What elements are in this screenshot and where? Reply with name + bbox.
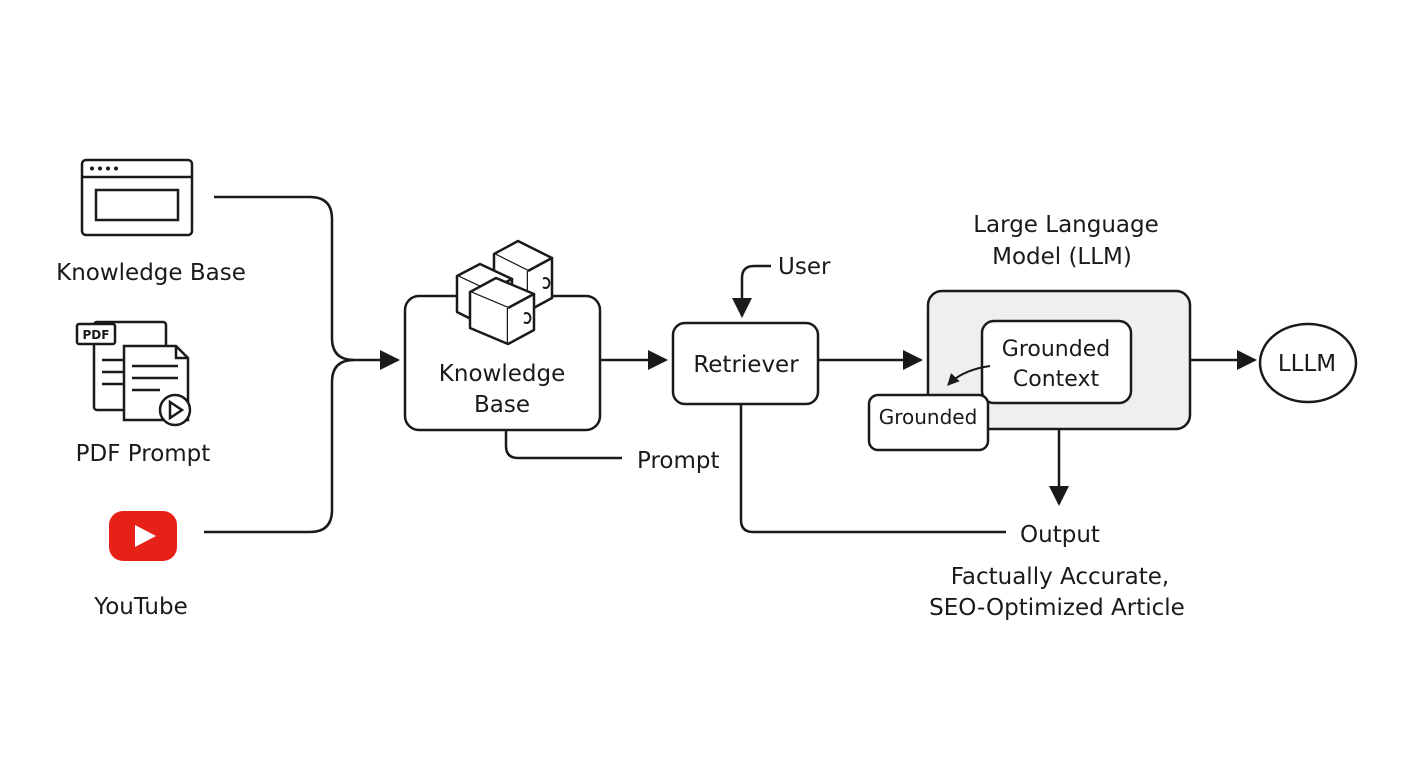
grounded-context-line1: Grounded <box>1002 337 1110 362</box>
source-pdf-label: PDF Prompt <box>76 441 211 467</box>
llm-title-line1: Large Language <box>973 212 1159 238</box>
source-web-label: Knowledge Base <box>56 260 246 286</box>
youtube-icon <box>109 511 177 561</box>
user-label: User <box>778 254 831 280</box>
lllm-node <box>1258 322 1358 404</box>
grounded-context-box <box>980 319 1133 405</box>
output-desc-line2: SEO-Optimized Article <box>929 595 1185 621</box>
grounded-context-line2: Context <box>1013 367 1100 392</box>
browser-icon <box>80 158 194 237</box>
connector-web <box>214 195 400 370</box>
connector-youtube <box>204 358 355 534</box>
prompt-label: Prompt <box>637 448 720 474</box>
retriever-box <box>671 321 820 406</box>
arrow-user-to-retriever <box>732 264 771 318</box>
source-youtube-label: YouTube <box>93 594 188 620</box>
grounded-box <box>867 393 990 452</box>
connector-prompt <box>504 430 622 460</box>
pdf-documents-icon <box>75 320 192 427</box>
cubes-icon <box>455 239 554 346</box>
retriever-label: Retriever <box>693 352 799 378</box>
output-desc-line1: Factually Accurate, <box>951 564 1169 590</box>
grounded-label: Grounded <box>879 405 978 429</box>
pdf-badge-text: PDF <box>83 328 110 342</box>
arrow-context-to-grounded <box>947 365 991 386</box>
knowledge-base-line1: Knowledge <box>439 361 565 387</box>
knowledge-base-line2: Base <box>474 392 530 418</box>
llm-title-line2: Model (LLM) <box>992 244 1132 270</box>
connector-retriever-to-output <box>739 404 1006 534</box>
output-label: Output <box>1020 522 1100 548</box>
lllm-label: LLLM <box>1278 351 1336 377</box>
